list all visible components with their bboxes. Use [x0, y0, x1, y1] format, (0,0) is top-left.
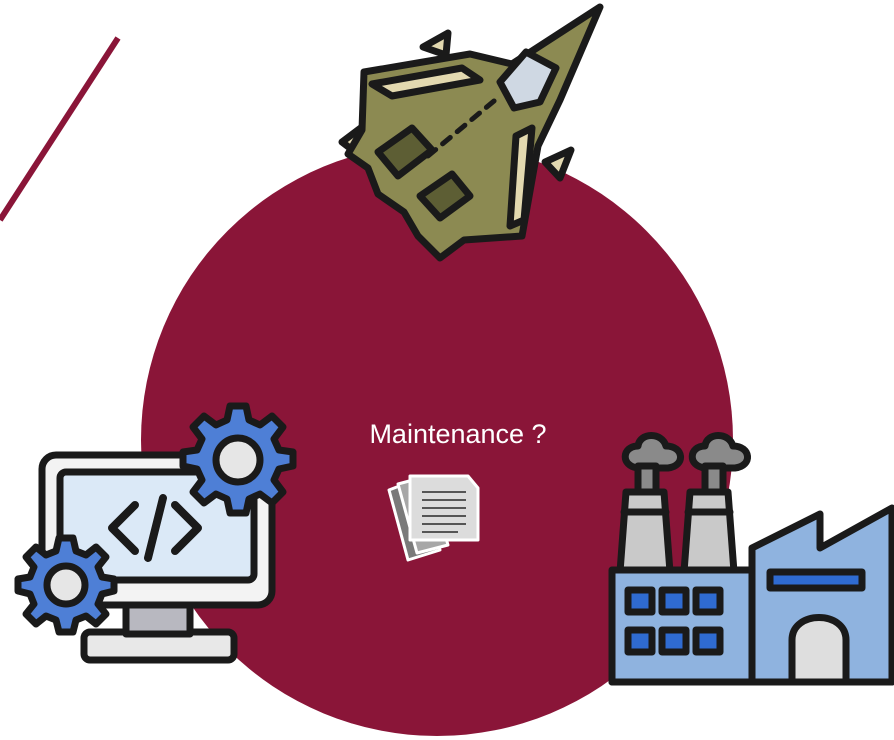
- central-circle: [141, 144, 733, 736]
- computer-code-gears-icon: [14, 402, 297, 664]
- center-label: Maintenance ?: [369, 419, 547, 449]
- fighter-jet-icon: [338, 3, 604, 262]
- smoke-right-icon: [688, 432, 751, 496]
- gear-large-icon: [179, 402, 297, 517]
- factory-icon: [608, 432, 894, 686]
- documents-icon: [387, 474, 480, 562]
- decorative-slash: [0, 36, 121, 222]
- gear-small-icon: [14, 534, 118, 636]
